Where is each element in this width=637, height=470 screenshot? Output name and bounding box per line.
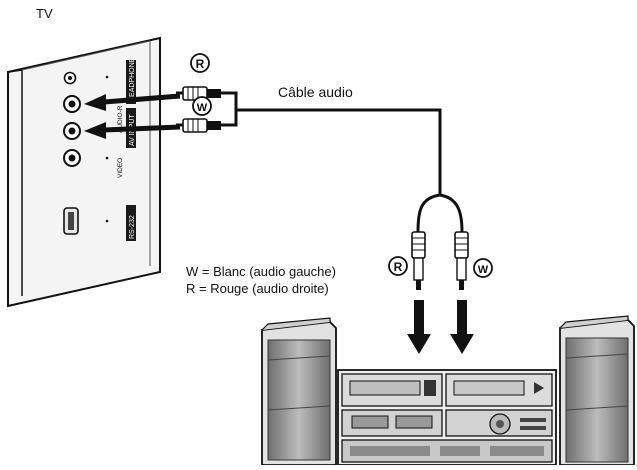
plug-mark-red-tv: R — [190, 53, 210, 73]
plug-mark-red-stereo: R — [388, 256, 408, 276]
panel-label-video: VIDEO — [117, 158, 124, 178]
panel-label-audio-r: AUDIO-R — [117, 105, 124, 133]
svg-text:R: R — [394, 260, 403, 274]
plug-mark-white-tv: W — [192, 96, 212, 116]
rca-plugs-stereo-side — [411, 231, 469, 290]
rs232-port — [63, 207, 79, 235]
tv-insert-arrows — [84, 93, 181, 139]
svg-text:W: W — [197, 102, 208, 114]
stereo-system — [337, 369, 557, 466]
audio-r-jack — [63, 95, 81, 113]
legend-red: R = Rouge (audio droite) — [186, 281, 329, 296]
audio-cable — [219, 91, 464, 234]
cable-label: Câble audio — [278, 84, 353, 100]
stereo-insert-arrows — [407, 300, 474, 354]
tv-back-panel — [7, 36, 161, 308]
rca-plug-red-stereo — [411, 231, 426, 290]
video-jack — [63, 149, 81, 167]
plug-mark-white-stereo: W — [473, 258, 493, 278]
tv-jacks — [63, 71, 81, 235]
tv-title: TV — [36, 6, 53, 21]
panel-label-headphone: HEADPHONE — [129, 57, 136, 102]
rca-plug-white-stereo — [454, 231, 469, 290]
left-speaker — [261, 317, 337, 466]
panel-label-rs232: RS-232 — [129, 215, 136, 239]
legend-white: W = Blanc (audio gauche) — [186, 264, 336, 279]
svg-text:R: R — [196, 57, 205, 71]
right-speaker — [559, 315, 635, 466]
rca-plugs-tv-side — [176, 86, 221, 133]
svg-text:W: W — [478, 264, 489, 276]
audio-l-jack — [63, 122, 81, 140]
rca-plug-white-tv — [176, 118, 221, 133]
headphone-jack — [63, 71, 77, 85]
